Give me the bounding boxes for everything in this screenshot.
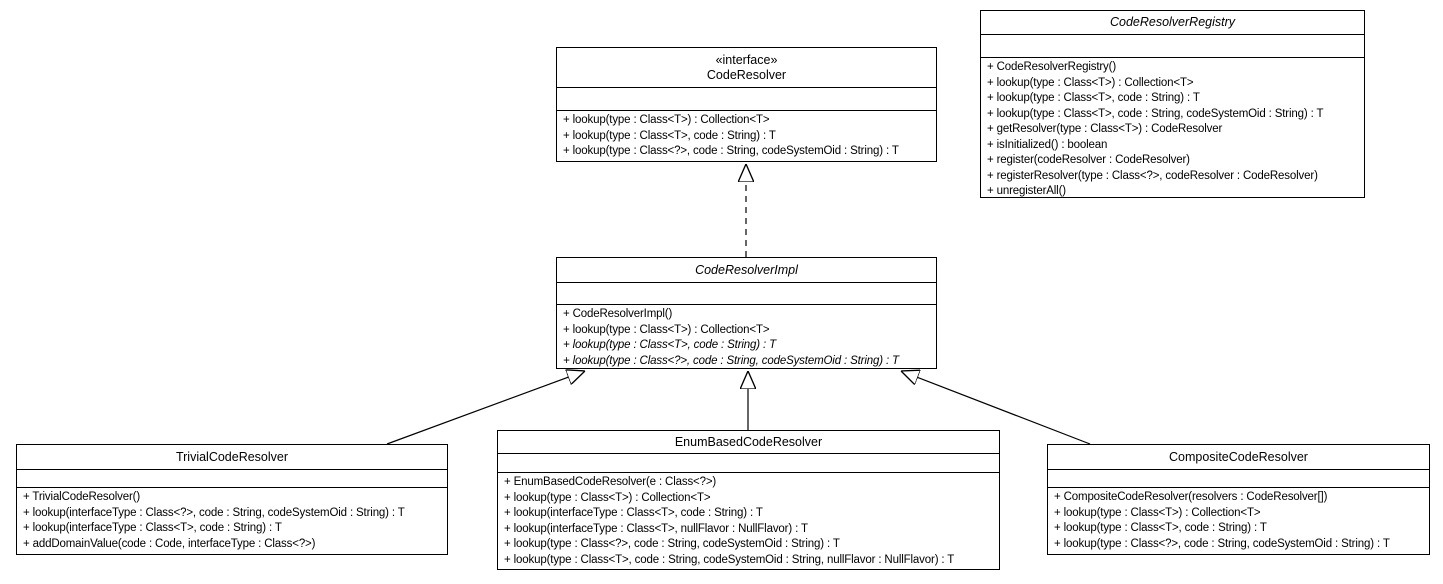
class-box-enumbasedcoderesolver[interactable]: EnumBasedCodeResolver + EnumBasedCodeRes… [497, 430, 1000, 570]
methods-compartment: + TrivialCodeResolver() + lookup(interfac… [17, 488, 447, 554]
method-item: + lookup(type : Class<?>, code : String,… [563, 354, 899, 367]
method-item: + CodeResolverImpl() [563, 308, 673, 320]
methods-compartment: + CodeResolverImpl() + lookup(type : Clas… [557, 305, 936, 368]
attributes-compartment [1048, 469, 1429, 488]
class-name: EnumBasedCodeResolver [674, 434, 823, 449]
class-title: EnumBasedCodeResolver [498, 431, 999, 453]
class-box-coderesolver[interactable]: «interface» CodeResolver + lookup(type :… [556, 47, 937, 162]
method-item: + lookup(interfaceType : Class<T>, nullF… [504, 522, 808, 535]
class-title: CodeResolverRegistry [981, 11, 1364, 34]
method-item: + lookup(type : Class<T>, code : String)… [563, 129, 776, 142]
method-item: + lookup(type : Class<T>) : Collection<T… [987, 76, 1194, 89]
methods-compartment: + CodeResolverRegistry() + lookup(type : … [981, 58, 1364, 197]
class-name: CodeResolver [706, 67, 787, 82]
method-item: + lookup(type : Class<T>) : Collection<T… [563, 114, 770, 126]
method-item: + lookup(type : Class<?>, code : String,… [563, 145, 899, 157]
method-item: + lookup(type : Class<T>, code : String)… [1054, 522, 1267, 534]
method-item: + lookup(type : Class<?>, code : String,… [1054, 537, 1390, 550]
method-item: + lookup(type : Class<T>) : Collection<T… [504, 491, 711, 504]
methods-compartment: + lookup(type : Class<T>) : Collection<T… [557, 111, 936, 161]
method-item: + lookup(type : Class<T>, code : String,… [504, 553, 955, 566]
method-item: + TrivialCodeResolver() [23, 491, 141, 503]
class-box-coderesolverregistry[interactable]: CodeResolverRegistry + CodeResolverRegis… [980, 10, 1365, 198]
method-item: + lookup(type : Class<T>) : Collection<T… [563, 323, 770, 336]
method-item: + CodeResolverRegistry() [987, 61, 1117, 73]
method-item: + getResolver(type : Class<T>) : CodeRes… [987, 123, 1223, 135]
class-box-compositecoderesolver[interactable]: CompositeCodeResolver + CompositeCodeRes… [1047, 444, 1430, 555]
class-name: TrivialCodeResolver [175, 449, 289, 464]
class-box-coderesolverimpl[interactable]: CodeResolverImpl + CodeResolverImpl() + l… [556, 257, 937, 369]
class-name: CodeResolverRegistry [1109, 15, 1236, 29]
class-name: CompositeCodeResolver [1169, 449, 1308, 464]
class-box-trivialcoderesolver[interactable]: TrivialCodeResolver + TrivialCodeResolve… [16, 444, 448, 555]
method-item: + isInitialized() : boolean [987, 138, 1108, 151]
method-item: + lookup(interfaceType : Class<T>, code … [23, 522, 282, 534]
methods-compartment: + EnumBasedCodeResolver(e : Class<?>) + l… [498, 473, 999, 569]
generalization-edge-composite-to-impl[interactable] [901, 371, 1091, 445]
method-item: + EnumBasedCodeResolver(e : Class<?>) [504, 476, 717, 488]
method-item: + lookup(interfaceType : Class<?>, code … [23, 506, 405, 519]
attributes-compartment [17, 469, 447, 488]
method-item: + registerResolver(type : Class<?>, code… [987, 169, 1318, 182]
class-name: CodeResolverImpl [695, 262, 798, 277]
method-item: + lookup(type : Class<T>, code : String,… [987, 107, 1324, 120]
method-item: + lookup(type : Class<T>, code : String)… [987, 92, 1200, 104]
method-item: + register(codeResolver : CodeResolver) [987, 154, 1190, 166]
attributes-compartment [557, 87, 936, 111]
method-item: + unregisterAll() [987, 185, 1066, 197]
class-title: TrivialCodeResolver [17, 445, 447, 469]
class-title: CodeResolverImpl [557, 258, 936, 282]
method-item: + CompositeCodeResolver(resolvers : Code… [1054, 491, 1328, 503]
attributes-compartment [981, 34, 1364, 58]
method-item: + lookup(type : Class<T>, code : String)… [563, 339, 776, 351]
method-item: + lookup(type : Class<?>, code : String,… [504, 538, 840, 550]
generalization-edge-trivial-to-impl[interactable] [386, 371, 585, 445]
attributes-compartment [498, 453, 999, 473]
class-title: «interface» CodeResolver [557, 48, 936, 87]
stereotype-label: «interface» [715, 52, 778, 67]
attributes-compartment [557, 282, 936, 305]
methods-compartment: + CompositeCodeResolver(resolvers : Code… [1048, 488, 1429, 554]
class-title: CompositeCodeResolver [1048, 445, 1429, 469]
method-item: + lookup(interfaceType : Class<T>, code … [504, 507, 763, 519]
method-item: + addDomainValue(code : Code, interfaceT… [23, 537, 316, 550]
method-item: + lookup(type : Class<T>) : Collection<T… [1054, 506, 1261, 519]
